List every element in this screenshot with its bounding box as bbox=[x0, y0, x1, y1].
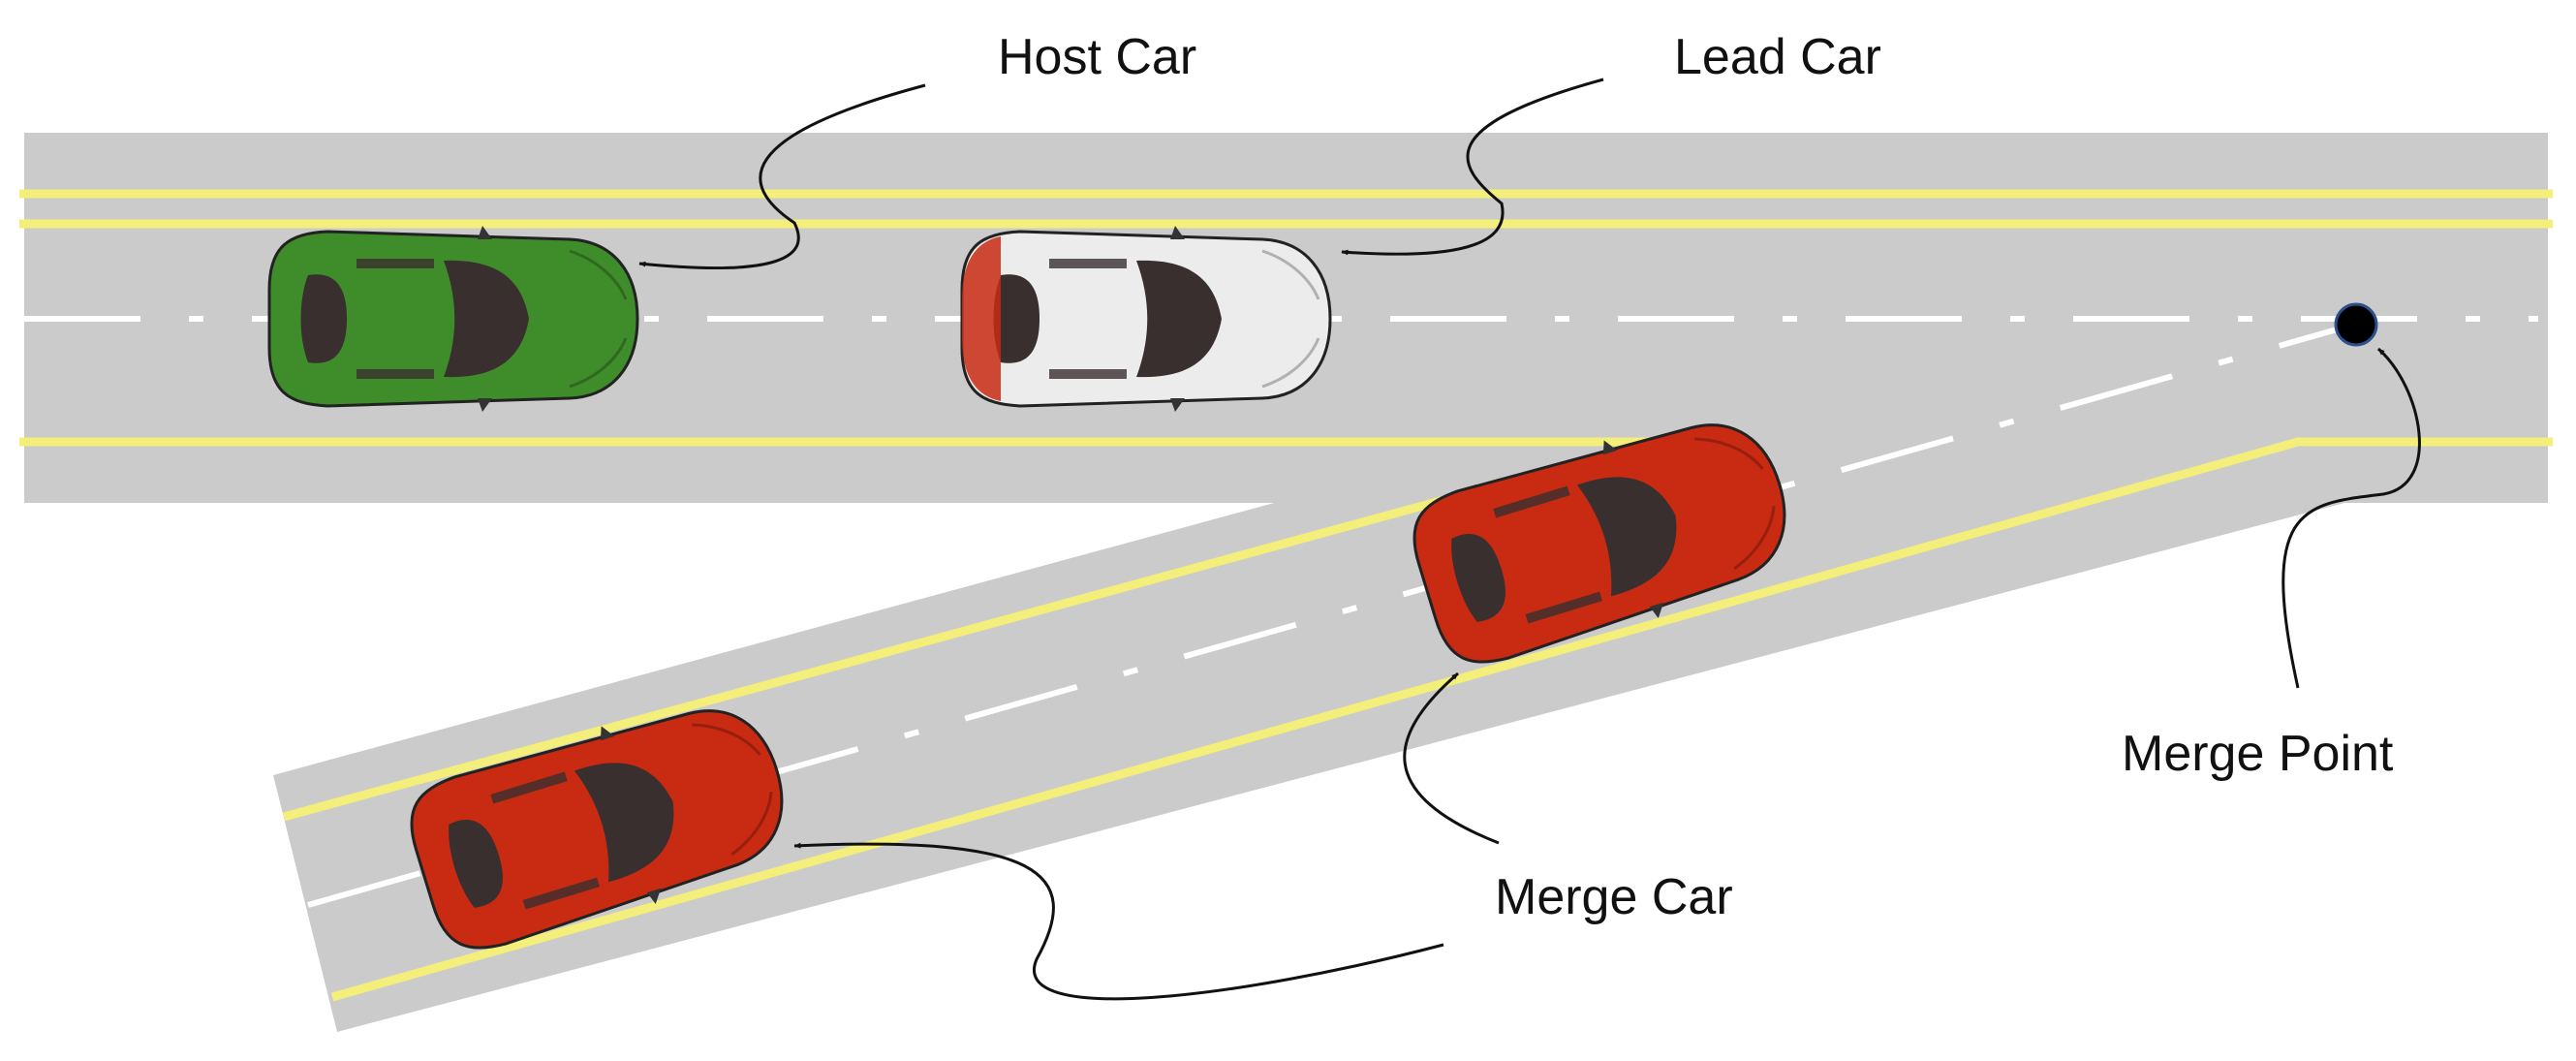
merge-point-label: Merge Point bbox=[2122, 726, 2394, 782]
merge-car-2-arrow bbox=[793, 842, 1444, 1001]
lead-car bbox=[960, 224, 1332, 414]
merge-car-label: Merge Car bbox=[1495, 869, 1733, 925]
merge-point-dot bbox=[2334, 302, 2378, 347]
lead-car-label: Lead Car bbox=[1674, 29, 1881, 85]
host-car bbox=[267, 224, 639, 414]
ramp-center-dashes bbox=[307, 322, 2355, 908]
merge-ramp bbox=[273, 417, 2548, 1032]
host-car-arrow bbox=[638, 83, 926, 270]
lead-car-arrow bbox=[1341, 78, 1604, 256]
ramp-upper-edge-line bbox=[282, 437, 1659, 822]
merge-point-arrow bbox=[2281, 347, 2421, 689]
ramp-lower-edge-line bbox=[330, 437, 2553, 1002]
host-car-label: Host Car bbox=[998, 29, 1196, 85]
merge-car-1-arrow bbox=[1403, 671, 1500, 845]
